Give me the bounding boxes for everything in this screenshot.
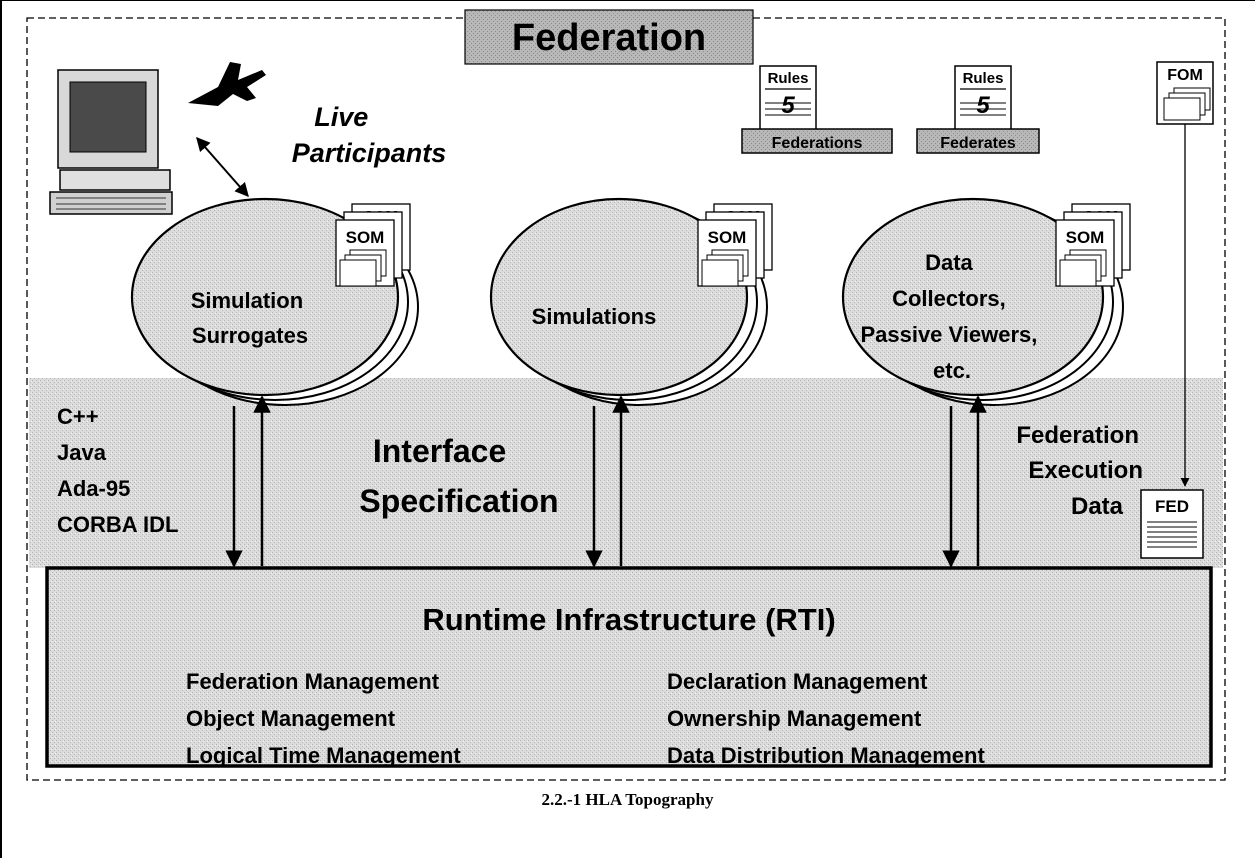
rti-service: Data Distribution Management — [667, 743, 985, 768]
fom-label: FOM — [1167, 67, 1203, 84]
rti-service: Ownership Management — [667, 706, 922, 731]
federate-label-collectors: Data Collectors, Passive Viewers, etc. — [860, 250, 1043, 383]
arrows-collectors — [942, 395, 987, 568]
fom-document: FOM — [1156, 61, 1214, 125]
federation-title: Federation — [512, 17, 706, 59]
rti-services-left: Federation Management Object Management … — [186, 669, 461, 768]
som-stack-2: SOM SOM — [697, 203, 773, 287]
fed-document: FED — [1140, 489, 1204, 559]
fed-exec-line: Execution — [1028, 457, 1143, 484]
rti-service: Federation Management — [186, 669, 440, 694]
federate-label-line: Collectors, — [892, 286, 1006, 311]
language-item: CORBA IDL — [57, 512, 178, 537]
rules-number: 5 — [976, 92, 990, 119]
rti-service: Declaration Management — [667, 669, 928, 694]
federate-label-line: Passive Viewers, — [860, 322, 1037, 347]
language-item: C++ — [57, 404, 99, 429]
federate-simulations — [489, 197, 768, 406]
rti-service: Object Management — [186, 706, 396, 731]
federate-label-line: Simulation — [191, 288, 303, 313]
fed-exec-line: Data — [1071, 493, 1124, 520]
rules-federations: Rules 5 Federations — [741, 65, 893, 154]
live-participants-label: Live Participants — [292, 102, 447, 168]
federate-label-line: Surrogates — [192, 323, 308, 348]
som-label: SOM — [708, 228, 747, 247]
fed-label: FED — [1155, 497, 1189, 516]
rules-tag: Federates — [940, 135, 1016, 152]
interface-spec-line: Interface — [373, 433, 506, 469]
federate-label-simulations: Simulations — [532, 304, 657, 329]
federate-data-collectors — [841, 197, 1124, 406]
rules-label: Rules — [963, 70, 1004, 87]
som-stack-3: SOM SOM — [1055, 203, 1131, 287]
figure-caption: 2.2.-1 HLA Topography — [541, 790, 714, 809]
federate-label-line: Simulations — [532, 304, 657, 329]
computer-icon — [49, 69, 173, 215]
rti-services-right: Declaration Management Ownership Managem… — [667, 669, 985, 768]
rti-title: Runtime Infrastructure (RTI) — [422, 602, 835, 637]
federation-title-box: Federation — [464, 9, 754, 65]
rules-label: Rules — [768, 70, 809, 87]
som-label: SOM — [1066, 228, 1105, 247]
arrows-surrogates — [225, 395, 271, 568]
federate-label-line: etc. — [933, 358, 971, 383]
interface-spec-label: Interface Specification — [359, 433, 558, 519]
rules-number: 5 — [781, 92, 795, 119]
jet-icon — [188, 62, 266, 106]
rti-box — [45, 566, 1213, 768]
language-item: Ada-95 — [57, 476, 130, 501]
rules-tag: Federations — [772, 135, 863, 152]
language-item: Java — [57, 440, 107, 465]
interface-spec-line: Specification — [359, 483, 558, 519]
fed-exec-label: Federation Execution Data — [1016, 422, 1149, 520]
live-arrow — [196, 136, 249, 198]
arrows-simulations — [585, 395, 630, 568]
som-label: SOM — [346, 228, 385, 247]
rti-service: Logical Time Management — [186, 743, 461, 768]
federate-label-surrogates: Simulation Surrogates — [191, 288, 310, 348]
fed-exec-line: Federation — [1016, 422, 1139, 449]
live-line-1: Live — [314, 102, 368, 132]
federate-label-line: Data — [925, 250, 973, 275]
som-stack-1: SOM SOM — [335, 203, 411, 287]
language-list: C++ Java Ada-95 CORBA IDL — [57, 404, 178, 537]
rules-federates: Rules 5 Federates — [916, 65, 1040, 154]
live-line-2: Participants — [292, 138, 447, 168]
